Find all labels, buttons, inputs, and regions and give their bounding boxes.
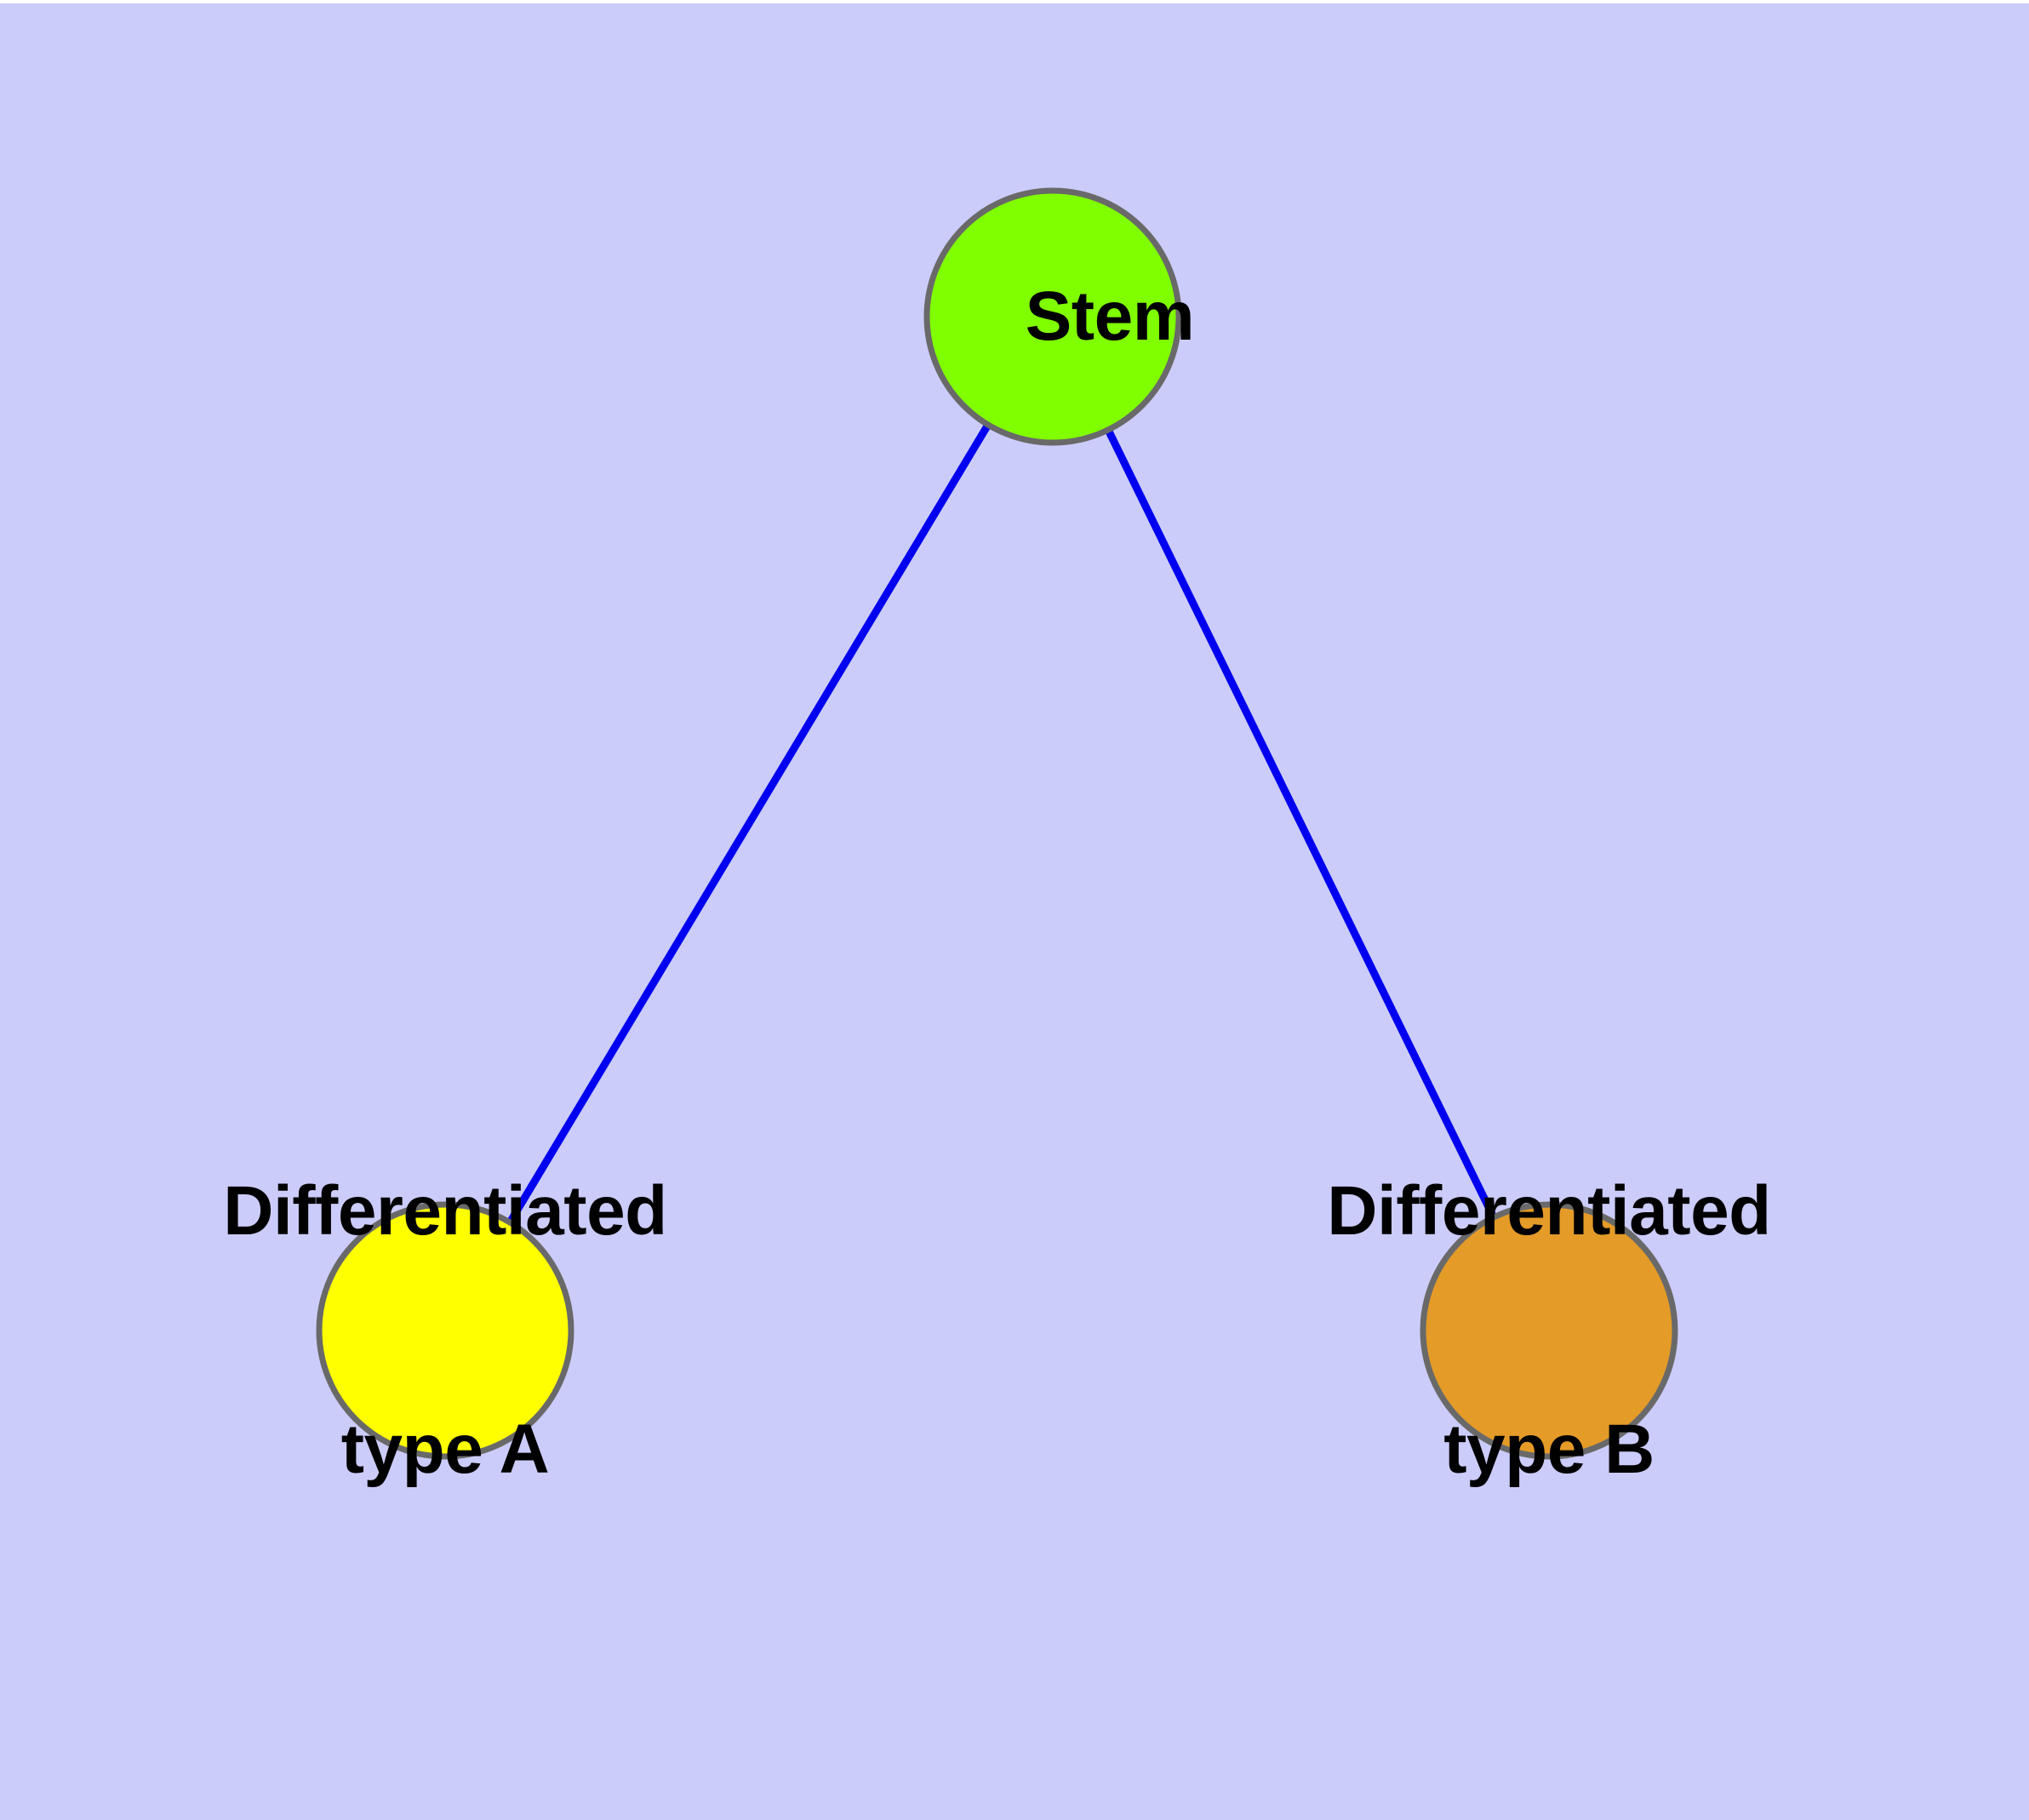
node-layer (316, 187, 1678, 1460)
graph-svg (316, 187, 1678, 1460)
edge-stem-to-differentiated-type-a (505, 420, 993, 1228)
diagram-plot-area: Stem Differentiated type A Differentiate… (0, 3, 2029, 1820)
node-differentiated-type-a[interactable] (316, 1201, 574, 1460)
node-stem[interactable] (923, 187, 1182, 446)
edge-stem-to-differentiated-type-b (1103, 425, 1499, 1222)
node-differentiated-type-b[interactable] (1420, 1201, 1678, 1460)
edge-layer (505, 420, 1499, 1228)
